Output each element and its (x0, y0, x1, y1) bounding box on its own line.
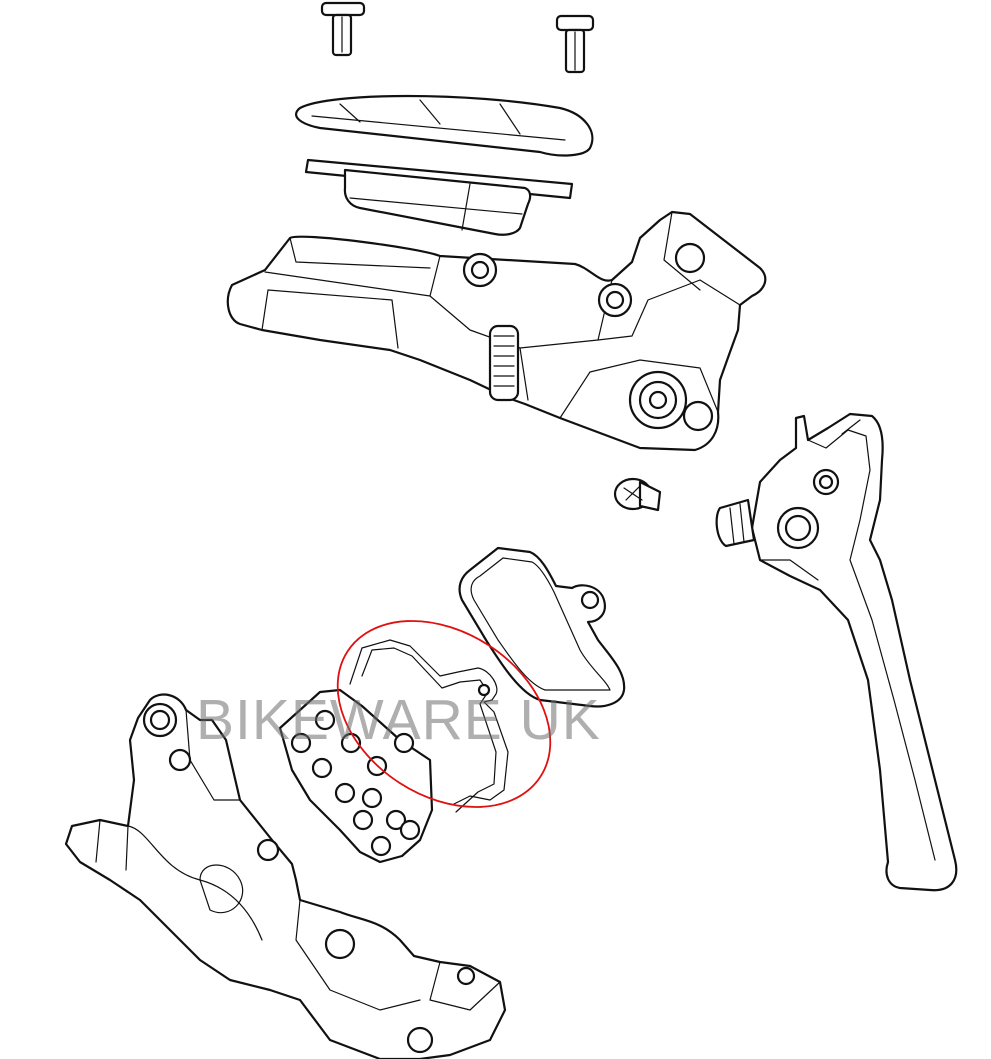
reservoir-screw-right (555, 14, 595, 74)
master-cylinder-body (226, 210, 767, 452)
brake-pad-spring-clip (349, 639, 509, 813)
highlight-ellipse (336, 620, 552, 808)
reservoir-bladder (304, 158, 574, 236)
brake-pad-inner (278, 688, 434, 864)
brake-pad-outer (458, 546, 626, 708)
brake-lever-blade (715, 412, 958, 892)
brake-caliper (64, 693, 507, 1059)
reservoir-screw-left (320, 1, 366, 57)
pivot-bolt (613, 477, 662, 512)
reservoir-lid (295, 94, 594, 157)
watermark-text: BIKEWARE UK (196, 688, 601, 752)
